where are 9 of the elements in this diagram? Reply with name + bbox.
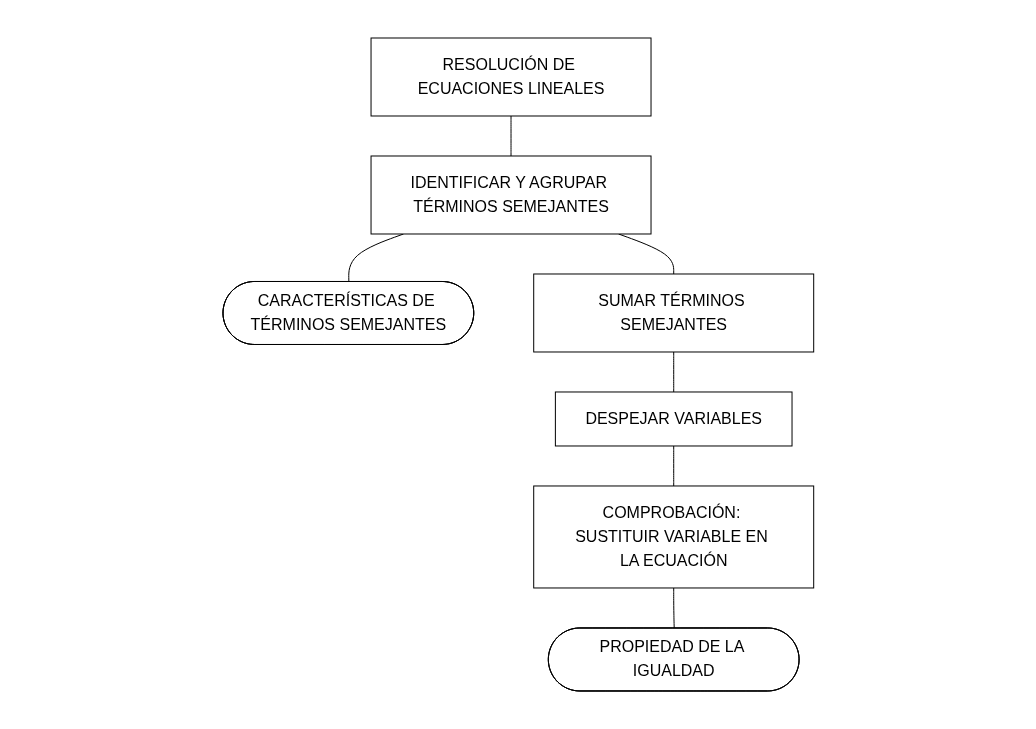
connector (510, 115, 512, 157)
connector (672, 445, 674, 487)
node-box: SUMAR TÉRMINOS SEMEJANTES (532, 273, 814, 353)
node-box: IDENTIFICAR Y AGRUPAR TÉRMINOS SEMEJANTES (370, 155, 652, 235)
connector (672, 587, 675, 629)
node-box: DESPEJAR VARIABLES (554, 391, 793, 447)
connector (672, 351, 674, 393)
node-box: COMPROBACIÓN: SUSTITUIR VARIABLE EN LA ECUACIÓN (532, 485, 814, 589)
node-box: RESOLUCIÓN DE ECUACIONES LINEALES (370, 37, 652, 117)
